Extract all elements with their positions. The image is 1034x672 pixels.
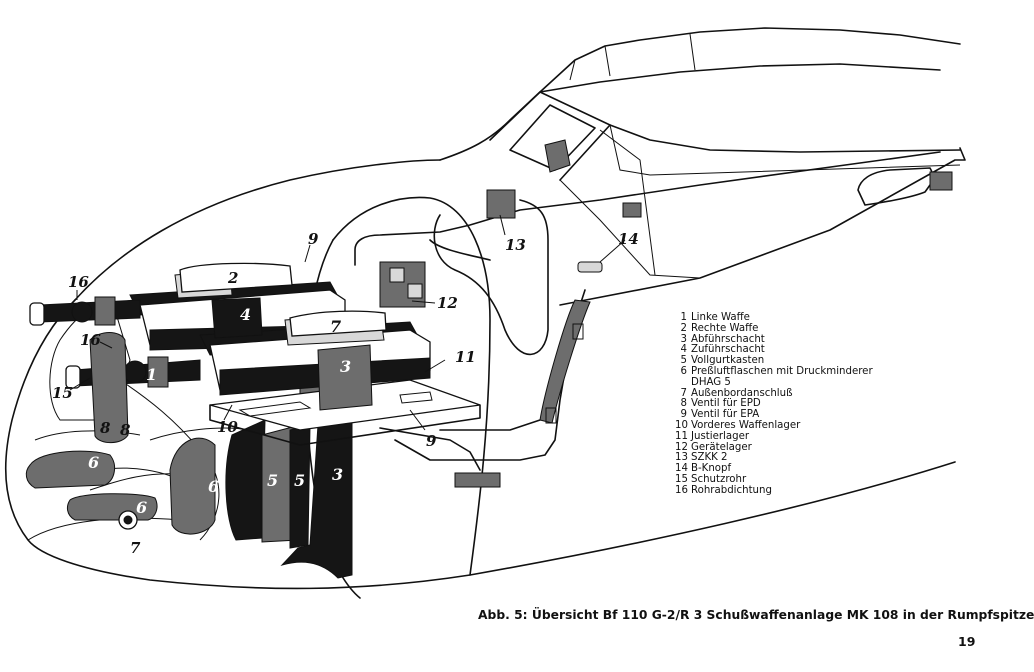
- callout-5-right: 5: [294, 471, 305, 490]
- callout-7-top: 7: [330, 317, 341, 336]
- electrical-devices: [379, 139, 953, 488]
- callout-6-upper: 6: [88, 453, 99, 472]
- callout-8-left: 8: [100, 419, 111, 437]
- callout-6-lower: 6: [136, 498, 147, 517]
- callout-5-left: 5: [267, 471, 278, 490]
- callout-7-bottom: 7: [130, 539, 141, 557]
- figure-caption: Abb. 5: Übersicht Bf 110 G-2/R 3 Schußwa…: [478, 608, 1034, 622]
- callout-12: 12: [437, 294, 458, 312]
- callout-9-top: 9: [308, 230, 319, 248]
- legend-item: DHAG 5: [691, 376, 731, 388]
- callout-16-mid: 16: [80, 331, 101, 349]
- callout-labels: 16 2 9 12 13 14 4 7 16 1 3 11 15 8 8 10 …: [52, 230, 639, 557]
- callout-3-top: 3: [340, 357, 351, 376]
- callout-9-bottom: 9: [426, 432, 437, 450]
- callout-6-right: 6: [208, 477, 219, 496]
- ejection-chute-top: [317, 344, 373, 411]
- callout-1: 1: [146, 365, 157, 384]
- air-bottles: [25, 332, 216, 535]
- callout-14: 14: [618, 230, 639, 248]
- callout-16-top: 16: [68, 273, 89, 291]
- manual-page: 16 2 9 12 13 14 4 7 16 1 3 11 15 8 8 10 …: [4, 27, 1034, 649]
- page-number: 19: [958, 634, 976, 649]
- leader-lines: [69, 214, 626, 431]
- callout-2: 2: [227, 269, 238, 287]
- nose-armament-cutaway-drawing: 16 2 9 12 13 14 4 7 16 1 3 11 15 8 8 10 …: [4, 27, 966, 599]
- callout-4: 4: [240, 305, 251, 324]
- callout-10: 10: [217, 418, 238, 436]
- callout-3-bottom: 3: [332, 465, 343, 484]
- feed-chute: [211, 297, 263, 339]
- callout-13: 13: [505, 236, 526, 254]
- callout-11: 11: [455, 348, 476, 366]
- callout-15: 15: [52, 384, 73, 402]
- callout-8-mid: 8: [120, 421, 131, 439]
